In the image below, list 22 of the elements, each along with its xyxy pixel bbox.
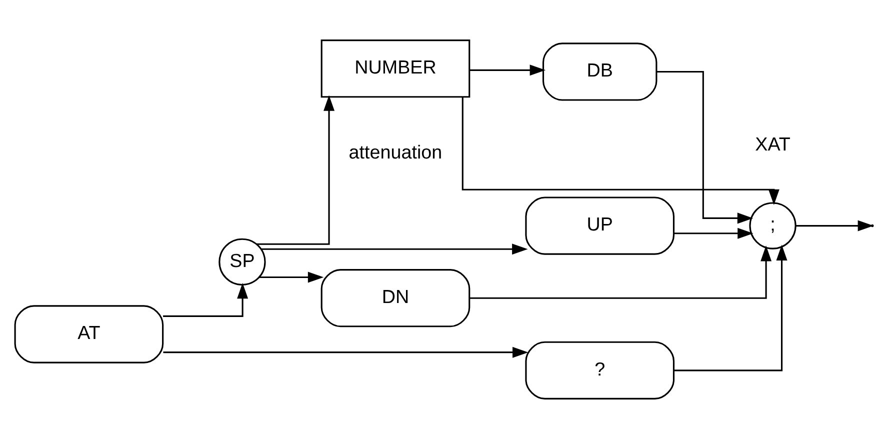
arrow [256,94,335,244]
arrow [656,70,754,224]
arrow [674,244,788,371]
arrow [261,243,528,254]
label: XAT [755,132,790,154]
label: attenuation [348,140,442,162]
arrow [470,245,772,298]
node-circle: SP [218,238,266,286]
node-box: DB [542,42,658,100]
node-box: AT [14,304,164,363]
arrow [163,346,528,358]
arrow [163,282,248,316]
arrow [470,64,546,76]
arrow [259,271,324,282]
arrow [674,227,754,238]
node-box: UP [525,196,675,254]
node-box: DN [320,268,470,327]
arrow [796,220,874,231]
node-circle: ; [749,202,796,249]
node-box: NUMBER [320,39,470,98]
node-box: ? [525,340,675,399]
arrow [462,96,780,205]
